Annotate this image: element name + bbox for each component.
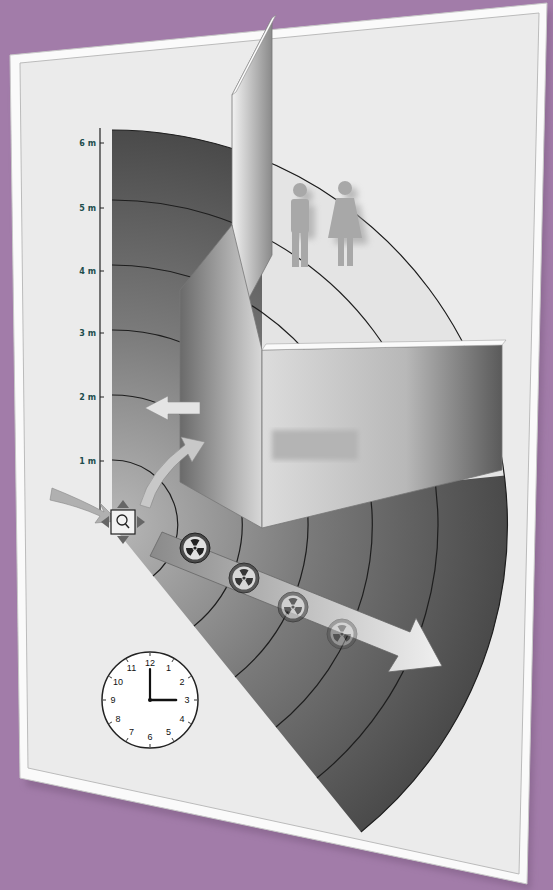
decay-arrow [150,532,442,672]
distance-label: 4 m [79,267,96,276]
radiation-symbol [327,619,357,649]
clock-number: 4 [180,714,185,724]
wall-top [232,15,276,95]
clock-ticks [103,653,197,747]
clock-tick [172,738,174,741]
wall-face [262,345,502,528]
clock-number: 2 [180,677,185,687]
deflected-arrow [140,437,205,508]
radiation-symbol [278,592,308,622]
clock-number: 1 [166,663,171,673]
minute-hand [149,669,151,700]
clock-tick [188,677,191,679]
man-leg [292,231,299,267]
distance-label: 5 m [79,204,96,213]
clock-number: 10 [113,677,123,687]
clock-face [102,652,198,748]
reflected-arrow [145,396,200,420]
distance-axis [99,128,100,510]
woman-leg [347,236,353,266]
clock-number: 8 [115,714,120,724]
clock-tick [103,700,106,701]
clock-number: 5 [166,727,171,737]
distance-label: 3 m [79,329,96,338]
clock-tick [150,744,151,747]
clock-number: 7 [129,727,134,737]
axis-ticks [100,143,104,461]
radiation-symbol [229,563,259,593]
clock-tick [150,653,151,656]
man-head [293,183,307,197]
hour-hand [150,699,176,702]
board-sheet [20,13,539,874]
woman-leg [338,236,344,266]
clock-tick [194,700,197,701]
clock-number: 6 [147,732,152,742]
clock-tick [127,738,129,741]
distance-label: 2 m [79,393,96,402]
clock-pivot [148,698,152,702]
wall-top [262,340,506,350]
clock-tick [172,659,174,662]
clock-tick [127,659,129,662]
radiation-symbol [180,533,210,563]
clock-number: 3 [184,695,189,705]
clock-tick [109,722,112,724]
woman-body [328,198,362,238]
clock-tick [188,722,191,724]
shield-wall [180,15,506,528]
board-frame [10,3,547,884]
clock-number: 9 [110,695,115,705]
blurred-plate [272,430,358,460]
clock-tick [109,677,112,679]
people-icon [291,181,368,267]
distance-label: 6 m [79,139,96,148]
man-leg [301,231,308,267]
board-shadow [14,10,551,890]
clock-number: 11 [127,663,136,673]
woman-head [338,181,352,195]
man-body [291,199,309,233]
radiation-source [101,500,145,544]
clock [102,652,198,748]
distance-label: 1 m [79,457,96,466]
wall-face [180,225,262,528]
clock-number: 12 [145,658,155,668]
